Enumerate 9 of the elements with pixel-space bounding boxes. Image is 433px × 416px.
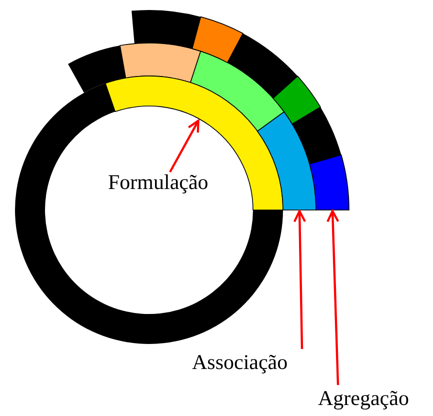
leader-arrow xyxy=(326,210,340,386)
ring-segment xyxy=(257,111,316,210)
part-label: Formulação xyxy=(108,170,208,194)
part-label: Associação xyxy=(192,350,288,374)
part-label: Agregação xyxy=(318,386,409,410)
leader-arrow xyxy=(293,210,306,350)
ring-segment xyxy=(104,76,284,210)
leader-arrow xyxy=(169,120,200,173)
ring-segment xyxy=(309,154,350,210)
